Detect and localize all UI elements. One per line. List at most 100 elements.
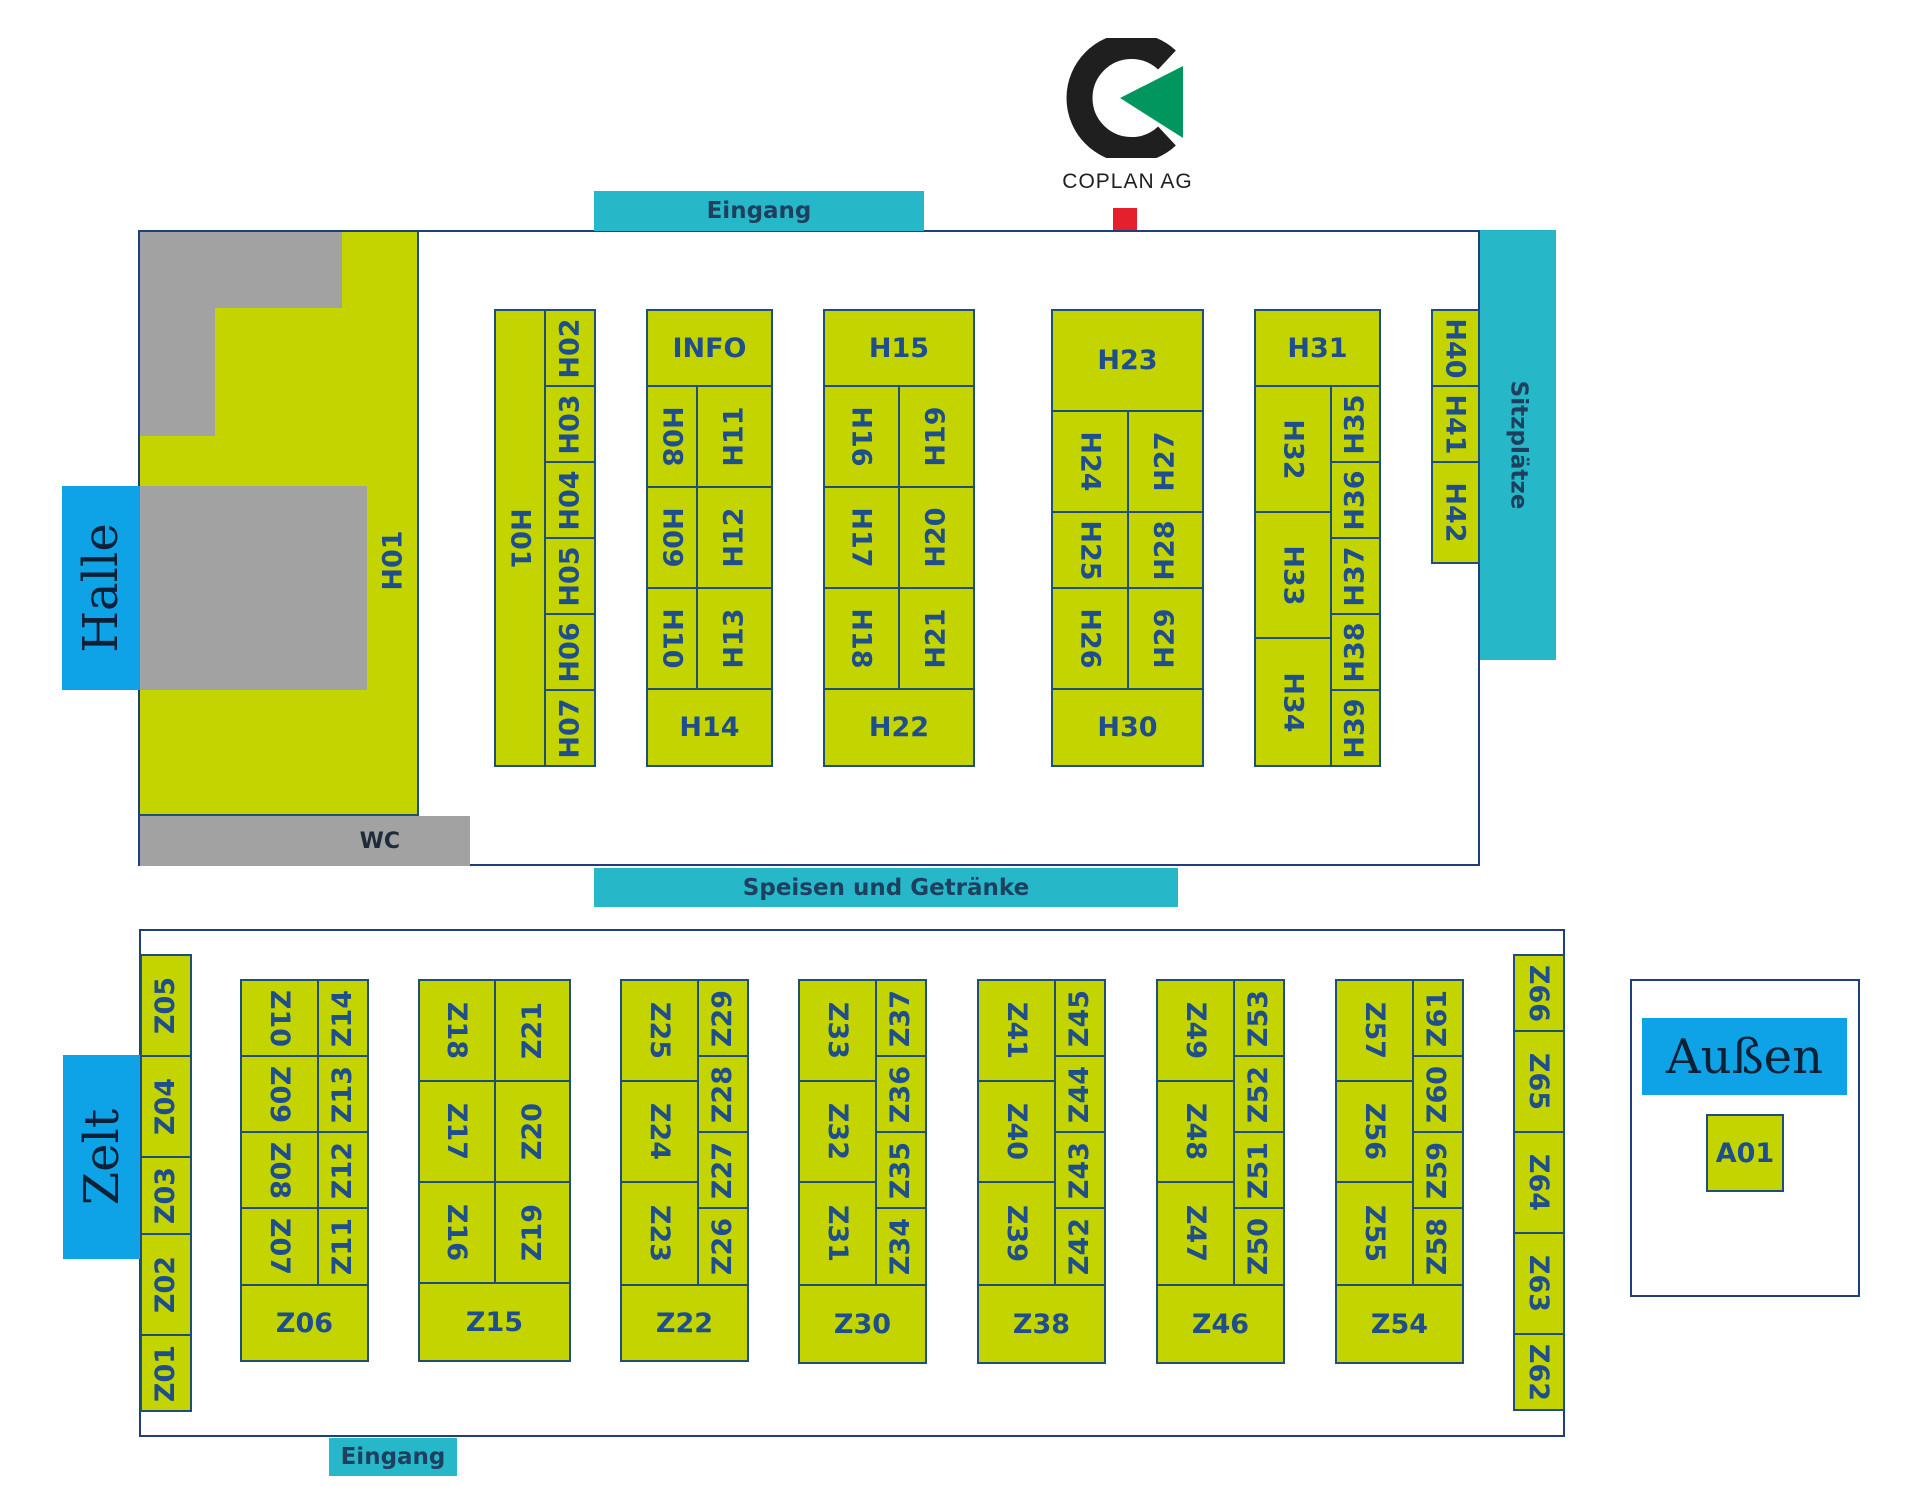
stand-z39[interactable]: Z39 bbox=[977, 1181, 1056, 1286]
stand-z37[interactable]: Z37 bbox=[875, 979, 927, 1057]
stand-z07[interactable]: Z07 bbox=[240, 1207, 319, 1286]
stand-z31[interactable]: Z31 bbox=[798, 1181, 877, 1286]
stand-h19[interactable]: H19 bbox=[898, 385, 975, 488]
stand-h17[interactable]: H17 bbox=[823, 486, 900, 589]
stand-h23[interactable]: H23 bbox=[1051, 309, 1204, 412]
stand-h41[interactable]: H41 bbox=[1431, 385, 1480, 463]
stand-z05[interactable]: Z05 bbox=[140, 954, 192, 1057]
stand-z40[interactable]: Z40 bbox=[977, 1080, 1056, 1183]
stand-h40[interactable]: H40 bbox=[1431, 309, 1480, 387]
stand-z17[interactable]: Z17 bbox=[418, 1080, 496, 1183]
stand-z10[interactable]: Z10 bbox=[240, 979, 319, 1057]
stand-h20[interactable]: H20 bbox=[898, 486, 975, 589]
stand-z20[interactable]: Z20 bbox=[494, 1080, 571, 1183]
stand-z28[interactable]: Z28 bbox=[697, 1055, 749, 1133]
stand-z25[interactable]: Z25 bbox=[620, 979, 699, 1082]
stand-z48[interactable]: Z48 bbox=[1156, 1080, 1235, 1183]
stand-h08[interactable]: H08 bbox=[646, 385, 698, 488]
stand-h32[interactable]: H32 bbox=[1254, 385, 1332, 513]
stand-h05[interactable]: H05 bbox=[544, 537, 596, 615]
stand-z03[interactable]: Z03 bbox=[140, 1156, 192, 1235]
stand-z42[interactable]: Z42 bbox=[1054, 1207, 1106, 1286]
stand-z55[interactable]: Z55 bbox=[1335, 1181, 1414, 1286]
stand-h01-booth[interactable]: H01 bbox=[494, 309, 546, 767]
stand-z30[interactable]: Z30 bbox=[798, 1284, 927, 1364]
stand-h36[interactable]: H36 bbox=[1330, 461, 1381, 539]
stand-z32[interactable]: Z32 bbox=[798, 1080, 877, 1183]
stand-z08[interactable]: Z08 bbox=[240, 1131, 319, 1209]
stand-z46[interactable]: Z46 bbox=[1156, 1284, 1285, 1364]
stand-h24[interactable]: H24 bbox=[1051, 410, 1129, 513]
stand-z24[interactable]: Z24 bbox=[620, 1080, 699, 1183]
stand-z66[interactable]: Z66 bbox=[1513, 954, 1565, 1032]
stand-h38[interactable]: H38 bbox=[1330, 613, 1381, 691]
stand-z53[interactable]: Z53 bbox=[1233, 979, 1285, 1057]
stand-h02[interactable]: H02 bbox=[544, 309, 596, 387]
stand-z56[interactable]: Z56 bbox=[1335, 1080, 1414, 1183]
stand-z16[interactable]: Z16 bbox=[418, 1181, 496, 1284]
stand-z45[interactable]: Z45 bbox=[1054, 979, 1106, 1057]
stand-h31[interactable]: H31 bbox=[1254, 309, 1381, 387]
stand-h07[interactable]: H07 bbox=[544, 689, 596, 767]
stand-z49[interactable]: Z49 bbox=[1156, 979, 1235, 1082]
stand-h35[interactable]: H35 bbox=[1330, 385, 1381, 463]
stand-h13[interactable]: H13 bbox=[696, 587, 773, 690]
stand-z04[interactable]: Z04 bbox=[140, 1055, 192, 1158]
stand-h30[interactable]: H30 bbox=[1051, 688, 1204, 767]
stand-z33[interactable]: Z33 bbox=[798, 979, 877, 1082]
stand-h16[interactable]: H16 bbox=[823, 385, 900, 488]
stand-z50[interactable]: Z50 bbox=[1233, 1207, 1285, 1286]
stand-z02[interactable]: Z02 bbox=[140, 1233, 192, 1336]
stand-z12[interactable]: Z12 bbox=[317, 1131, 369, 1209]
stand-z63[interactable]: Z63 bbox=[1513, 1232, 1565, 1335]
stand-z62[interactable]: Z62 bbox=[1513, 1333, 1565, 1411]
stand-z52[interactable]: Z52 bbox=[1233, 1055, 1285, 1133]
stand-z47[interactable]: Z47 bbox=[1156, 1181, 1235, 1286]
stand-z41[interactable]: Z41 bbox=[977, 979, 1056, 1082]
stand-h18[interactable]: H18 bbox=[823, 587, 900, 690]
stand-h06[interactable]: H06 bbox=[544, 613, 596, 691]
stand-z23[interactable]: Z23 bbox=[620, 1181, 699, 1286]
stand-h34[interactable]: H34 bbox=[1254, 637, 1332, 767]
stand-z35[interactable]: Z35 bbox=[875, 1131, 927, 1209]
stand-z36[interactable]: Z36 bbox=[875, 1055, 927, 1133]
stand-z54[interactable]: Z54 bbox=[1335, 1284, 1464, 1364]
stand-h37[interactable]: H37 bbox=[1330, 537, 1381, 615]
stand-h10[interactable]: H10 bbox=[646, 587, 698, 690]
stand-z18[interactable]: Z18 bbox=[418, 979, 496, 1082]
stand-h42[interactable]: H42 bbox=[1431, 461, 1480, 564]
stand-z60[interactable]: Z60 bbox=[1412, 1055, 1464, 1133]
stand-z21[interactable]: Z21 bbox=[494, 979, 571, 1082]
stand-z26[interactable]: Z26 bbox=[697, 1207, 749, 1286]
stand-z13[interactable]: Z13 bbox=[317, 1055, 369, 1133]
stand-h28[interactable]: H28 bbox=[1127, 511, 1204, 589]
stand-h29[interactable]: H29 bbox=[1127, 587, 1204, 690]
stand-z44[interactable]: Z44 bbox=[1054, 1055, 1106, 1133]
stand-z22[interactable]: Z22 bbox=[620, 1284, 749, 1362]
stand-h03[interactable]: H03 bbox=[544, 385, 596, 463]
stand-z58[interactable]: Z58 bbox=[1412, 1207, 1464, 1286]
stand-h22[interactable]: H22 bbox=[823, 688, 975, 767]
stand-h33[interactable]: H33 bbox=[1254, 511, 1332, 639]
stand-z43[interactable]: Z43 bbox=[1054, 1131, 1106, 1209]
stand-h11[interactable]: H11 bbox=[696, 385, 773, 488]
stand-h04[interactable]: H04 bbox=[544, 461, 596, 539]
stand-h39[interactable]: H39 bbox=[1330, 689, 1381, 767]
stand-z27[interactable]: Z27 bbox=[697, 1131, 749, 1209]
stand-z06[interactable]: Z06 bbox=[240, 1284, 369, 1362]
stand-h15[interactable]: H15 bbox=[823, 309, 975, 387]
stand-z64[interactable]: Z64 bbox=[1513, 1131, 1565, 1234]
stand-z14[interactable]: Z14 bbox=[317, 979, 369, 1057]
stand-z01[interactable]: Z01 bbox=[140, 1334, 192, 1412]
stand-z34[interactable]: Z34 bbox=[875, 1207, 927, 1286]
stand-z59[interactable]: Z59 bbox=[1412, 1131, 1464, 1209]
stand-h27[interactable]: H27 bbox=[1127, 410, 1204, 513]
stand-h21[interactable]: H21 bbox=[898, 587, 975, 690]
stand-z61[interactable]: Z61 bbox=[1412, 979, 1464, 1057]
stand-z11[interactable]: Z11 bbox=[317, 1207, 369, 1286]
stand-z38[interactable]: Z38 bbox=[977, 1284, 1106, 1364]
stand-z09[interactable]: Z09 bbox=[240, 1055, 319, 1133]
stand-z19[interactable]: Z19 bbox=[494, 1181, 571, 1284]
stand-h26[interactable]: H26 bbox=[1051, 587, 1129, 690]
stand-h12[interactable]: H12 bbox=[696, 486, 773, 589]
